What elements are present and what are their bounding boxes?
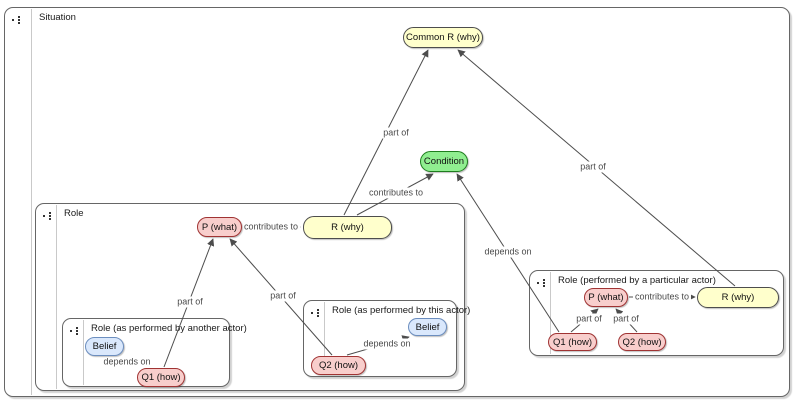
marker-dot xyxy=(537,282,539,284)
node-common-r[interactable]: Common R (why) xyxy=(403,27,483,48)
edge-label-contributes-to: contributes to xyxy=(632,291,692,303)
marker-dot xyxy=(43,215,45,217)
frame-separator xyxy=(324,302,325,375)
node-q1-right[interactable]: Q1 (how) xyxy=(548,333,597,351)
edge-label-depends-on: depends on xyxy=(361,338,413,350)
edge-label-part-of: part of xyxy=(611,313,641,325)
frame-marker-icon xyxy=(42,211,54,221)
frame-marker-icon xyxy=(11,15,23,25)
node-q2-right[interactable]: Q2 (how) xyxy=(618,333,666,351)
marker-dot xyxy=(12,19,14,21)
frame-separator xyxy=(56,205,57,389)
marker-dots xyxy=(317,309,319,311)
edge-label-contributes-to: contributes to xyxy=(241,221,301,233)
node-q1-left[interactable]: Q1 (how) xyxy=(137,368,185,387)
edge-label-contributes-to: contributes to xyxy=(366,187,426,199)
role-left-title: Role xyxy=(64,208,84,219)
role-this-title: Role (as performed by this actor) xyxy=(332,305,471,316)
edge-label-part-of: part of xyxy=(268,290,298,302)
frame-marker-icon xyxy=(69,326,81,336)
frame-separator xyxy=(550,272,551,354)
frame-separator xyxy=(83,320,84,385)
node-r-right[interactable]: R (why) xyxy=(697,287,779,308)
edge-label-part-of: part of xyxy=(578,161,608,173)
situation-title: Situation xyxy=(39,12,76,23)
node-condition[interactable]: Condition xyxy=(420,151,468,172)
node-r-left[interactable]: R (why) xyxy=(303,216,392,239)
marker-dot xyxy=(311,312,313,314)
node-p-left[interactable]: P (what) xyxy=(197,217,242,237)
marker-dots xyxy=(49,212,51,214)
edge-label-part-of: part of xyxy=(574,313,604,325)
frame-marker-icon xyxy=(536,278,548,288)
frame-marker-icon xyxy=(310,308,322,318)
edge-label-part-of: part of xyxy=(175,296,205,308)
marker-dots xyxy=(18,16,20,18)
node-belief-left[interactable]: Belief xyxy=(85,337,124,356)
marker-dot xyxy=(70,330,72,332)
node-q2-this[interactable]: Q2 (how) xyxy=(311,356,366,375)
frame-separator xyxy=(31,9,32,395)
marker-dots xyxy=(543,279,545,281)
node-p-right[interactable]: P (what) xyxy=(584,288,628,307)
edge-label-depends-on: depends on xyxy=(101,356,153,368)
marker-dots xyxy=(76,327,78,329)
role-particular-title: Role (performed by a particular actor) xyxy=(558,275,716,286)
edge-label-part-of: part of xyxy=(381,127,411,139)
node-belief-this[interactable]: Belief xyxy=(408,318,447,336)
edge-label-depends-on: depends on xyxy=(482,246,534,258)
role-another-title: Role (as performed by another actor) xyxy=(91,323,247,334)
